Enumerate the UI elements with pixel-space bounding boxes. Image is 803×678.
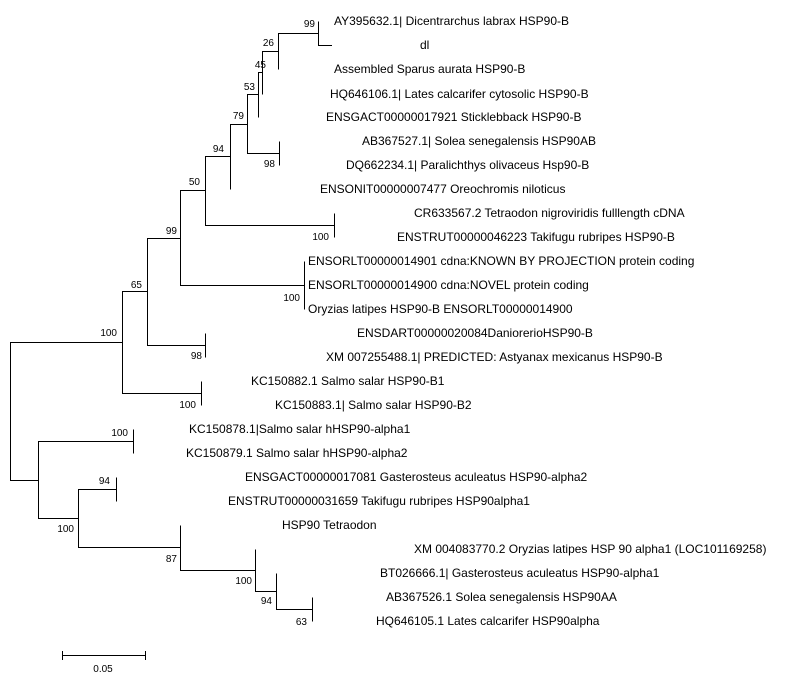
support-value: 100 bbox=[312, 232, 329, 243]
leaf-label: KC150879.1 Salmo salar hHSP90-alpha2 bbox=[186, 446, 408, 460]
leaf-label: ENSGACT00000017081 Gasterosteus aculeatu… bbox=[245, 470, 588, 484]
scale-bar: 0.05 bbox=[62, 651, 146, 675]
leaf-label: AB367526.1 Solea senegalensis HSP90AA bbox=[386, 590, 617, 604]
support-value: 100 bbox=[283, 293, 300, 304]
leaf-label: KC150878.1|Salmo salar hHSP90-alpha1 bbox=[189, 422, 411, 436]
support-value: 100 bbox=[100, 328, 117, 339]
tree-branches bbox=[10, 21, 335, 622]
leaf-label: HQ646106.1| Lates calcarifer cytosolic H… bbox=[330, 87, 589, 101]
support-value: 79 bbox=[233, 111, 245, 122]
leaf-label: BT026666.1| Gasterosteus aculeatus HSP90… bbox=[380, 566, 660, 580]
support-value: 94 bbox=[213, 144, 225, 155]
support-value: 63 bbox=[296, 617, 308, 628]
leaf-label: HQ646105.1 Lates calcarifer HSP90alpha bbox=[376, 614, 600, 628]
leaf-label: ENSTRUT00000046223 Takifugu rubripes HSP… bbox=[397, 230, 675, 244]
support-value: 26 bbox=[263, 38, 275, 49]
leaf-label: ENSGACT00000017921 Sticklebback HSP90-B bbox=[326, 110, 581, 124]
support-value: 94 bbox=[261, 596, 273, 607]
leaf-label: ENSTRUT00000031659 Takifugu rubripes HSP… bbox=[228, 494, 530, 508]
leaf-label: ENSDART00000020084DaniorerioHSP90-B bbox=[357, 326, 593, 340]
leaf-label: dl bbox=[420, 38, 429, 52]
support-value: 50 bbox=[189, 177, 201, 188]
leaf-label: ENSONIT00000007477 Oreochromis niloticus bbox=[320, 182, 565, 196]
support-value: 100 bbox=[179, 400, 196, 411]
support-value: 99 bbox=[304, 19, 316, 30]
support-value: 98 bbox=[264, 159, 276, 170]
support-value: 100 bbox=[57, 524, 74, 535]
leaf-label: CR633567.2 Tetraodon nigroviridis fullle… bbox=[414, 206, 685, 220]
bootstrap-support-values: 99 26 45 53 79 98 94 50 100 99 100 65 98 100 100 100 94 6… bbox=[57, 19, 329, 628]
leaf-label: Oryzias latipes HSP90-B ENSORLT000000149… bbox=[308, 302, 573, 316]
leaf-label: XM 007255488.1| PREDICTED: Astyanax mexi… bbox=[326, 350, 663, 364]
support-value: 98 bbox=[191, 351, 203, 362]
support-value: 100 bbox=[235, 576, 252, 587]
scale-bar-label: 0.05 bbox=[93, 664, 113, 675]
leaf-labels: AY395632.1| Dicentrarchus labrax HSP90-B… bbox=[186, 14, 766, 628]
leaf-label: XM 004083770.2 Oryzias latipes HSP 90 al… bbox=[414, 542, 766, 556]
leaf-label: ENSORLT00000014901 cdna:KNOWN BY PROJECT… bbox=[308, 254, 694, 268]
leaf-label: KC150883.1| Salmo salar HSP90-B2 bbox=[275, 398, 472, 412]
leaf-label: AB367527.1| Solea senegalensis HSP90AB bbox=[362, 134, 596, 148]
support-value: 53 bbox=[244, 82, 256, 93]
leaf-label: ENSORLT00000014900 cdna:NOVEL protein co… bbox=[308, 278, 589, 292]
support-value: 45 bbox=[255, 60, 267, 71]
support-value: 94 bbox=[99, 476, 111, 487]
support-value: 65 bbox=[131, 280, 143, 291]
support-value: 87 bbox=[166, 554, 178, 565]
leaf-label: Assembled Sparus aurata HSP90-B bbox=[334, 62, 525, 76]
leaf-label: KC150882.1 Salmo salar HSP90-B1 bbox=[251, 374, 445, 388]
leaf-label: HSP90 Tetraodon bbox=[282, 518, 377, 532]
leaf-label: AY395632.1| Dicentrarchus labrax HSP90-B bbox=[334, 14, 569, 28]
leaf-label: DQ662234.1| Paralichthys olivaceus Hsp90… bbox=[346, 158, 589, 172]
support-value: 100 bbox=[111, 428, 128, 439]
support-value: 99 bbox=[166, 226, 178, 237]
